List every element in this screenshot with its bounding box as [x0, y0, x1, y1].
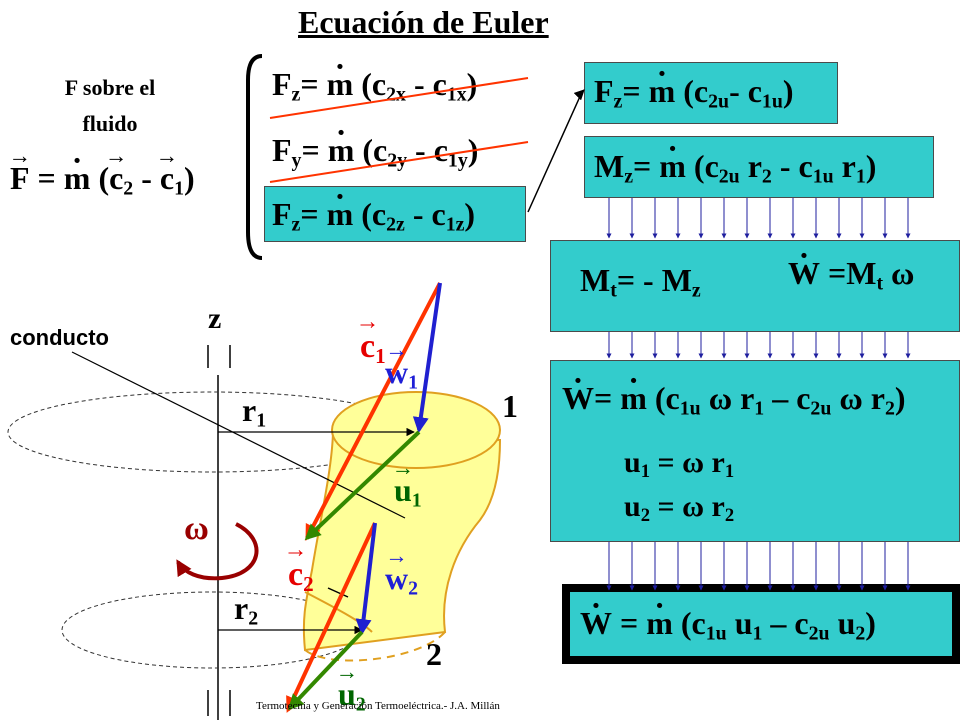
fz-box [264, 186, 526, 242]
force-vector-equation: F = m (c2 - c1) [10, 160, 195, 201]
z-axis-label: z [208, 302, 222, 335]
r2-label: r2 [234, 590, 259, 630]
strike-fx [269, 77, 529, 119]
c2-pointer [327, 587, 349, 598]
power-equation: W= m (c1u ω r1 – c2u ω r2) [562, 380, 906, 421]
outlet-number-label: 2 [426, 636, 442, 672]
force-label-line2: fluido [82, 111, 138, 136]
c2-label: c2 [288, 556, 314, 597]
c1-label: c1 [360, 328, 386, 369]
duct-body [302, 430, 502, 652]
w1-vector [412, 282, 442, 434]
w1-label: w1 [385, 354, 418, 395]
mz-equation: Mz= m (c2u r2 - c1u r1) [594, 148, 876, 189]
strike-fy [269, 141, 529, 183]
force-label-line1: F sobre el [64, 75, 156, 100]
u1-vector [304, 430, 421, 541]
r1-label: r1 [242, 392, 267, 432]
conducto-pointer [71, 351, 406, 519]
w2-vector [355, 522, 377, 636]
u1-equation: u1 = ω r1 [624, 446, 735, 483]
connector-line [527, 89, 585, 213]
footer-credit: Termotecnia y Generación Termoeléctrica.… [256, 700, 500, 712]
inlet-number-label: 1 [502, 388, 518, 424]
u2-label: u2 [338, 676, 366, 717]
power-torque-equation: W =Mt ω [788, 255, 914, 296]
fx-equation: Fz= m (c2x - c1x) [272, 66, 477, 107]
fy-equation: Fy= m (c2y - c1y) [272, 132, 478, 173]
duct-inlet [331, 391, 501, 469]
mt-equation: Mt= - Mz [580, 262, 701, 302]
rotation-axis [207, 345, 231, 720]
c1-vector [305, 282, 442, 541]
omega-label: ω [184, 510, 209, 547]
c2-vector [286, 522, 377, 713]
omega-arrow [176, 522, 259, 581]
u1-label: u1 [394, 472, 422, 513]
result-box [570, 592, 952, 656]
arrows-power-to-result [606, 542, 911, 591]
mz-box [584, 136, 934, 198]
result-equation: W = m (c1u u1 – c2u u2) [580, 605, 876, 646]
fz-equation: Fz= m (c2z - c1z) [272, 196, 475, 237]
force-label: F sobre el fluido [40, 70, 180, 142]
arrows-mz-to-mt [606, 198, 911, 239]
page-title: Ecuación de Euler [298, 4, 549, 40]
u2-vector [287, 630, 364, 711]
w2-label: w2 [385, 560, 418, 601]
duct-outlet [304, 631, 446, 662]
power-box [550, 360, 960, 542]
arrows-mt-to-power [606, 332, 911, 359]
fz-u-equation: Fz= m (c2u- c1u) [594, 73, 794, 114]
conducto-label: conducto [10, 325, 109, 350]
u2-equation: u2 = ω r2 [624, 490, 735, 527]
fz-u-box [584, 62, 838, 124]
equation-brace [246, 54, 263, 260]
mt-box [550, 240, 960, 332]
